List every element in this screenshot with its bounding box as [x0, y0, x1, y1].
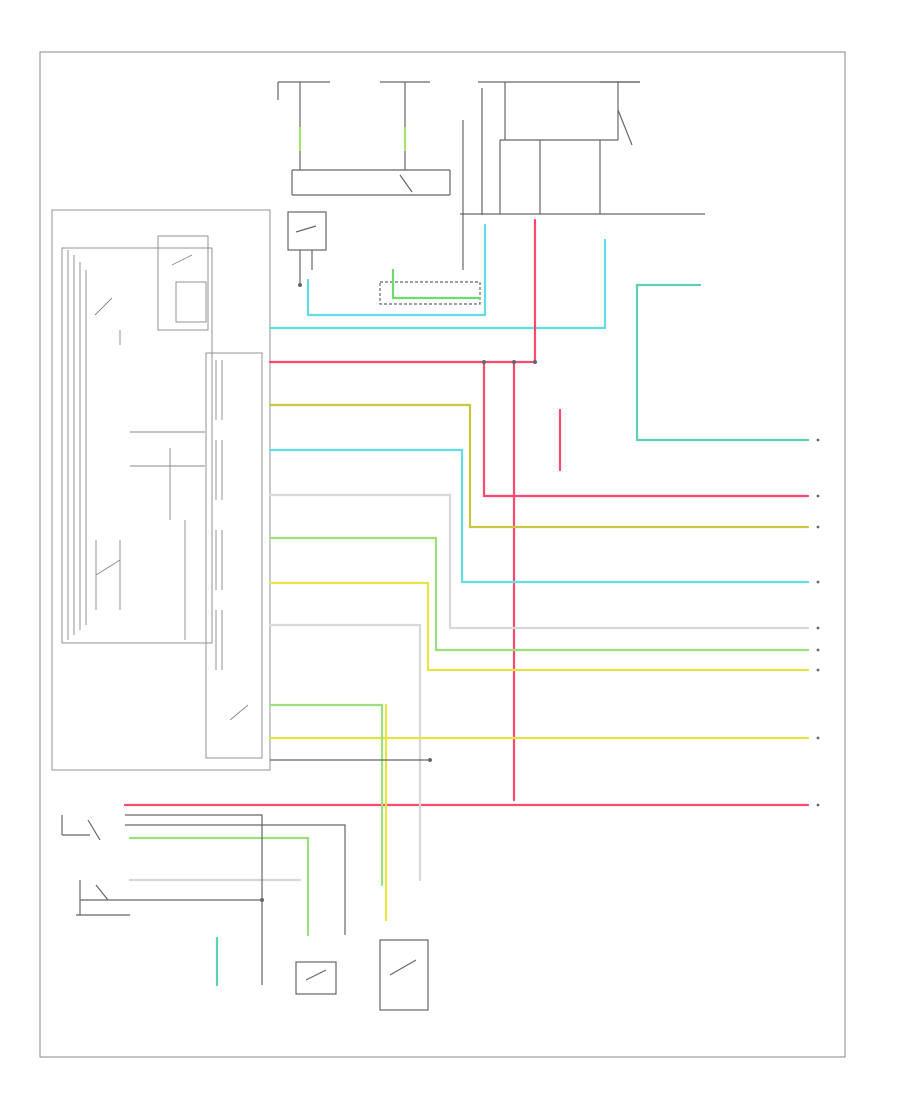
seat-switch-box — [51, 209, 271, 771]
wire-yellow — [268, 581, 810, 922]
wire-teal — [215, 283, 810, 987]
power-distribution-section — [277, 81, 705, 305]
wire-cyan-2 — [268, 448, 810, 584]
wire-olive — [268, 403, 810, 529]
splice-points — [260, 283, 537, 902]
wire-light-green — [128, 536, 810, 937]
wire-green-top — [298, 126, 482, 300]
wire-black — [80, 759, 430, 985]
wire-red-main — [268, 218, 810, 802]
diagram-frame — [39, 51, 846, 1058]
wire-gray — [128, 493, 810, 882]
bottom-components — [61, 815, 429, 1011]
right-terminals — [816, 438, 820, 807]
wire-cyan-1 — [268, 223, 607, 330]
